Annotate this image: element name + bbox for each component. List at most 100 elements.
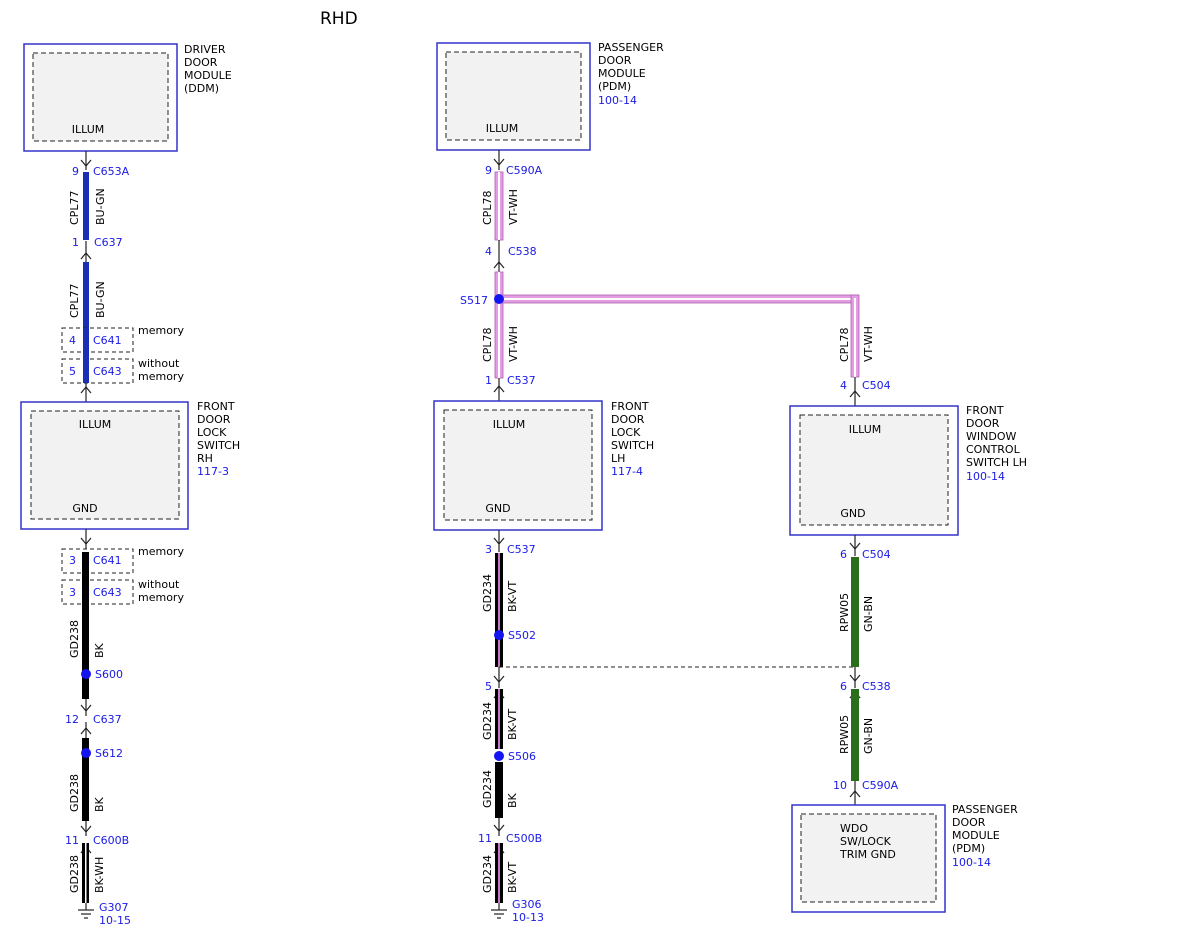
note-memory: memory (138, 324, 184, 337)
wire-color: VT-WH (507, 326, 520, 362)
connector-box-memory (61, 548, 134, 574)
svg-text:(PDM): (PDM) (598, 80, 631, 93)
svg-text:DOOR: DOOR (966, 417, 1000, 430)
svg-text:WDO: WDO (840, 822, 868, 835)
splice-s517 (494, 294, 504, 304)
ground-icon (491, 903, 507, 919)
connector-c538: C538 (862, 680, 891, 693)
wire-color: BK-VT (506, 581, 519, 612)
fdwcs-pin-gnd: GND (840, 507, 865, 520)
svg-text:TRIM GND: TRIM GND (839, 848, 896, 861)
pin-6: 6 (840, 548, 847, 561)
splice-label: S506 (508, 750, 536, 763)
splice-s612 (81, 748, 91, 758)
ddm-pin-illum: ILLUM (72, 123, 105, 136)
connector-c643: C643 (93, 365, 122, 378)
pin-5: 5 (69, 365, 76, 378)
wire-circuit: GD238 (68, 855, 81, 893)
connector-c537: C537 (507, 374, 536, 387)
wire-circuit: RPW05 (838, 593, 851, 632)
connector-c537: C537 (507, 543, 536, 556)
fdls-lh-ref: 117-4 (611, 465, 643, 478)
svg-text:FRONT: FRONT (966, 404, 1004, 417)
svg-text:SWITCH LH: SWITCH LH (966, 456, 1027, 469)
splice-label: S502 (508, 629, 536, 642)
svg-text:PASSENGER: PASSENGER (952, 803, 1018, 816)
pin-1: 1 (485, 374, 492, 387)
wire-circuit: CPL78 (838, 328, 851, 362)
pin-3: 3 (69, 554, 76, 567)
svg-text:SWITCH: SWITCH (611, 439, 654, 452)
wire-color: BU-GN (94, 281, 107, 318)
wire-circuit: CPL77 (68, 191, 81, 225)
wire-color: VT-WH (507, 189, 520, 225)
fdls-lh-pin-gnd: GND (485, 502, 510, 515)
pin-4: 4 (840, 379, 847, 392)
connector-box-memory (61, 327, 134, 353)
pin-11: 11 (478, 832, 492, 845)
wire-color: GN-BN (862, 718, 875, 754)
connector-c641: C641 (93, 334, 122, 347)
pdm-bottom-name: PASSENGER DOOR MODULE (PDM) (952, 803, 1018, 855)
pin-4: 4 (485, 245, 492, 258)
svg-text:FRONT: FRONT (197, 400, 235, 413)
connector-c653a: C653A (93, 165, 130, 178)
pin-9: 9 (485, 164, 492, 177)
wire-rpw05-a (851, 557, 859, 667)
connector-c637: C637 (93, 713, 122, 726)
svg-text:SW/LOCK: SW/LOCK (840, 835, 892, 848)
pin-5: 5 (485, 680, 492, 693)
diagram-title: RHD (320, 9, 358, 29)
connector-c538: C538 (508, 245, 537, 258)
wire-cpl77-a (83, 172, 89, 240)
svg-text:LOCK: LOCK (197, 426, 227, 439)
pin-6: 6 (840, 680, 847, 693)
ground-ref: 10-13 (512, 911, 544, 924)
note-without-memory: without memory (138, 357, 184, 383)
wire-cpl77-b (83, 262, 89, 380)
wire-circuit: GD234 (481, 855, 494, 893)
ground-g306: G306 (512, 898, 542, 911)
passenger-door-module-bottom: WDO SW/LOCK TRIM GND PASSENGER DOOR MODU… (791, 803, 1018, 913)
wire-color: BK-VT (506, 862, 519, 893)
svg-text:LH: LH (611, 452, 625, 465)
connector-c600b: C600B (93, 834, 129, 847)
fdwcs-name: FRONT DOOR WINDOW CONTROL SWITCH LH (966, 404, 1027, 469)
connector-c590a: C590A (862, 779, 899, 792)
ddm-name: DRIVER DOOR MODULE (DDM) (184, 43, 232, 95)
svg-text:(PDM): (PDM) (952, 842, 985, 855)
pin-1: 1 (72, 236, 79, 249)
wire-color: VT-WH (862, 326, 875, 362)
pin-11: 11 (65, 834, 79, 847)
splice-label: S612 (95, 747, 123, 760)
wire-circuit: GD234 (481, 702, 494, 740)
wire-circuit: CPL78 (481, 191, 494, 225)
splice-s600 (81, 669, 91, 679)
wire-color: BU-GN (94, 188, 107, 225)
wire-circuit: GD238 (68, 620, 81, 658)
passenger-door-module-top: ILLUM PASSENGER DOOR MODULE (PDM) 100-14 (436, 41, 664, 151)
splice-s502 (494, 630, 504, 640)
wire-color: BK-VT (506, 709, 519, 740)
pin-3: 3 (69, 586, 76, 599)
svg-text:memory: memory (138, 591, 184, 604)
wire-circuit: GD234 (481, 770, 494, 808)
fdwcs-ref: 100-14 (966, 470, 1005, 483)
wire-circuit: CPL78 (481, 328, 494, 362)
fdls-lh-pin-illum: ILLUM (493, 418, 526, 431)
wire-circuit: RPW05 (838, 715, 851, 754)
svg-text:without: without (138, 578, 180, 591)
wire-circuit: GD234 (481, 574, 494, 612)
svg-text:WINDOW: WINDOW (966, 430, 1016, 443)
connector-c643: C643 (93, 586, 122, 599)
fdls-rh-ref: 117-3 (197, 465, 229, 478)
wire-circuit: GD238 (68, 774, 81, 812)
svg-text:DRIVER: DRIVER (184, 43, 226, 56)
note-memory: memory (138, 545, 184, 558)
svg-text:memory: memory (138, 370, 184, 383)
connector-c641: C641 (93, 554, 122, 567)
wire-gd234-bk (495, 762, 503, 818)
svg-text:PASSENGER: PASSENGER (598, 41, 664, 54)
front-door-lock-switch-rh: ILLUM GND FRONT DOOR LOCK SWITCH RH 117-… (20, 400, 240, 530)
